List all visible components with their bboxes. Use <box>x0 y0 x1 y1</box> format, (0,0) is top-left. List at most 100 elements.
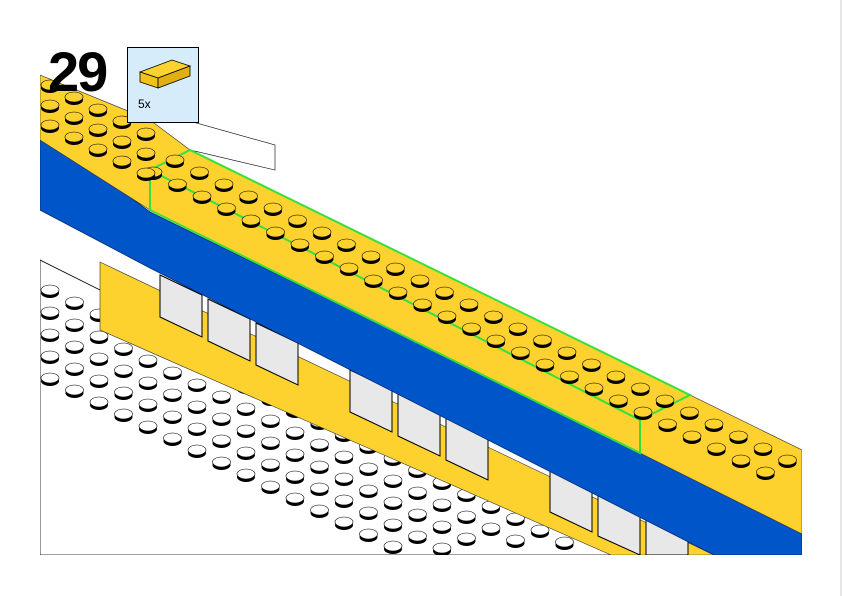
stud <box>65 318 84 330</box>
stud <box>359 462 378 474</box>
stud <box>432 520 452 532</box>
stud <box>704 418 724 430</box>
stud <box>285 448 305 460</box>
stud <box>457 532 476 544</box>
stud <box>136 127 156 139</box>
stud <box>163 432 182 444</box>
stud <box>214 178 234 190</box>
stud <box>138 398 158 410</box>
stud <box>310 482 329 494</box>
stud <box>40 328 60 340</box>
step-number: 29 <box>48 40 108 103</box>
stud <box>386 262 405 274</box>
stud <box>408 486 427 498</box>
stud <box>288 214 307 226</box>
stud <box>212 456 231 468</box>
stud <box>236 446 256 458</box>
stud <box>778 454 797 466</box>
stud <box>65 362 84 374</box>
stud <box>383 496 403 508</box>
stud <box>432 542 452 554</box>
stud <box>631 382 650 394</box>
stud <box>212 390 231 402</box>
stud <box>266 226 285 238</box>
stud <box>40 119 60 131</box>
stud <box>40 350 60 362</box>
stud <box>65 296 84 308</box>
stud <box>64 91 84 103</box>
stud <box>236 424 256 436</box>
stud <box>535 358 555 370</box>
stud <box>432 498 452 510</box>
stud <box>462 322 481 334</box>
stud <box>89 396 109 408</box>
stud <box>310 438 329 450</box>
blue-roof-band <box>40 129 802 555</box>
stud <box>285 426 305 438</box>
page-edge <box>840 0 842 596</box>
stud <box>88 103 108 115</box>
stud <box>263 202 283 214</box>
stud <box>88 123 108 135</box>
stud <box>334 472 354 484</box>
stud <box>261 436 280 448</box>
stud <box>310 460 329 472</box>
stud <box>582 358 601 370</box>
stud <box>212 412 231 424</box>
stud <box>315 250 334 262</box>
yellow-brick-2x4-icon <box>138 59 192 89</box>
stud <box>655 394 675 406</box>
stud <box>508 322 528 334</box>
part-quantity: 5x <box>138 97 151 111</box>
stud <box>163 410 182 422</box>
stud <box>533 334 552 346</box>
stud <box>285 470 305 482</box>
stud <box>261 414 280 426</box>
stud <box>187 444 207 456</box>
stud <box>114 342 133 354</box>
stud <box>138 376 158 388</box>
stud <box>731 454 751 466</box>
stud <box>163 366 182 378</box>
stud <box>408 508 427 520</box>
stud <box>65 384 84 396</box>
stud <box>506 534 525 546</box>
stud <box>89 374 109 386</box>
stud <box>236 402 256 414</box>
stud <box>334 450 354 462</box>
stud <box>192 190 212 202</box>
stud <box>212 434 231 446</box>
stud <box>606 370 626 382</box>
stud <box>114 408 133 420</box>
stud <box>136 167 156 179</box>
stud <box>437 310 457 322</box>
stud <box>633 406 653 418</box>
stud <box>261 458 280 470</box>
stud <box>114 364 133 376</box>
stud <box>410 274 430 286</box>
stud <box>413 298 432 310</box>
stud <box>89 352 109 364</box>
stud <box>285 492 305 504</box>
stud <box>138 420 158 432</box>
stud <box>310 504 329 516</box>
stud <box>658 418 677 430</box>
stud <box>88 143 108 155</box>
stud <box>359 506 378 518</box>
stud <box>334 516 354 528</box>
stud <box>361 250 381 262</box>
stud <box>89 330 109 342</box>
stud <box>40 372 60 384</box>
stud <box>680 406 699 418</box>
stud <box>236 468 256 480</box>
parts-callout: 5x <box>127 47 199 123</box>
stud <box>682 430 702 442</box>
stud <box>364 274 383 286</box>
stud <box>435 286 454 298</box>
window <box>207 298 251 362</box>
stud <box>334 494 354 506</box>
stud <box>383 540 403 552</box>
stud <box>187 378 207 390</box>
stud <box>168 178 187 190</box>
